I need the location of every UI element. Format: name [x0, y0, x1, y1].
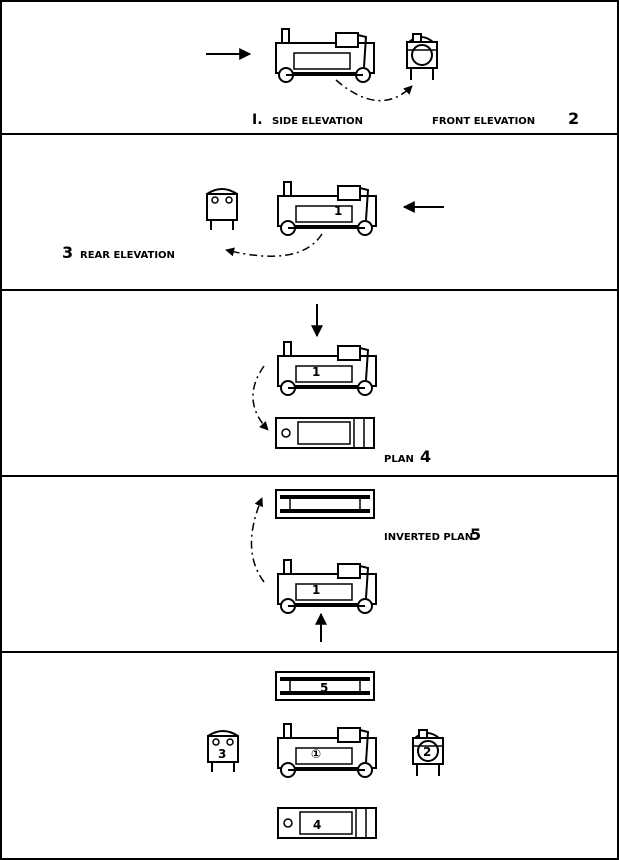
rear-num-label: 3: [62, 243, 73, 262]
assembled-side-number: ①: [311, 747, 321, 761]
front-elevation-drawing: [406, 33, 438, 81]
panel-plan: 1 PLAN 4: [252, 304, 431, 466]
assembled-inverted-number: 5: [320, 681, 328, 695]
projection-arrow: [335, 79, 413, 102]
inverted-plan-label: INVERTED PLAN: [384, 532, 473, 543]
assembled-side-elevation: [277, 723, 377, 778]
side-elevation-drawing-4: [277, 559, 377, 614]
projection-arrow-2: [225, 233, 323, 257]
projection-arrow-4: [250, 497, 265, 583]
side-elevation-drawing: [275, 28, 375, 83]
side-num-label: I.: [252, 112, 263, 128]
body-number-label-4: 1: [312, 583, 320, 597]
side-elevation-drawing-2: [277, 181, 377, 236]
assembled-front-number: 2: [423, 745, 431, 759]
panel-rear: 1 3 REAR ELEVATION: [62, 181, 444, 262]
front-num-label: 2: [568, 109, 579, 128]
assembled-plan: [277, 807, 377, 839]
panel-side-front: I. SIDE ELEVATION FRONT ELEVATION 2: [206, 28, 579, 128]
plan-num-label: 4: [420, 447, 431, 466]
body-number-label-3: 1: [312, 365, 320, 379]
side-elevation-label: SIDE ELEVATION: [272, 116, 363, 127]
plan-drawing: [275, 417, 375, 449]
front-elevation-label: FRONT ELEVATION: [432, 116, 535, 127]
rear-elevation-label: REAR ELEVATION: [80, 250, 175, 261]
plan-label: PLAN: [384, 454, 414, 465]
side-elevation-drawing-3: [277, 341, 377, 396]
assembled-rear-number: 3: [218, 747, 226, 761]
rear-elevation-drawing: [206, 188, 238, 231]
panel-inverted: INVERTED PLAN 5 1: [250, 489, 481, 642]
panel-assembled: 5 3 ① 2 4: [207, 671, 444, 839]
inverted-num-label: 5: [470, 525, 481, 544]
body-number-label: 1: [334, 204, 342, 218]
assembled-plan-number: 4: [313, 818, 321, 832]
inverted-plan-drawing: [275, 489, 375, 519]
projection-arrow-3: [252, 365, 269, 431]
